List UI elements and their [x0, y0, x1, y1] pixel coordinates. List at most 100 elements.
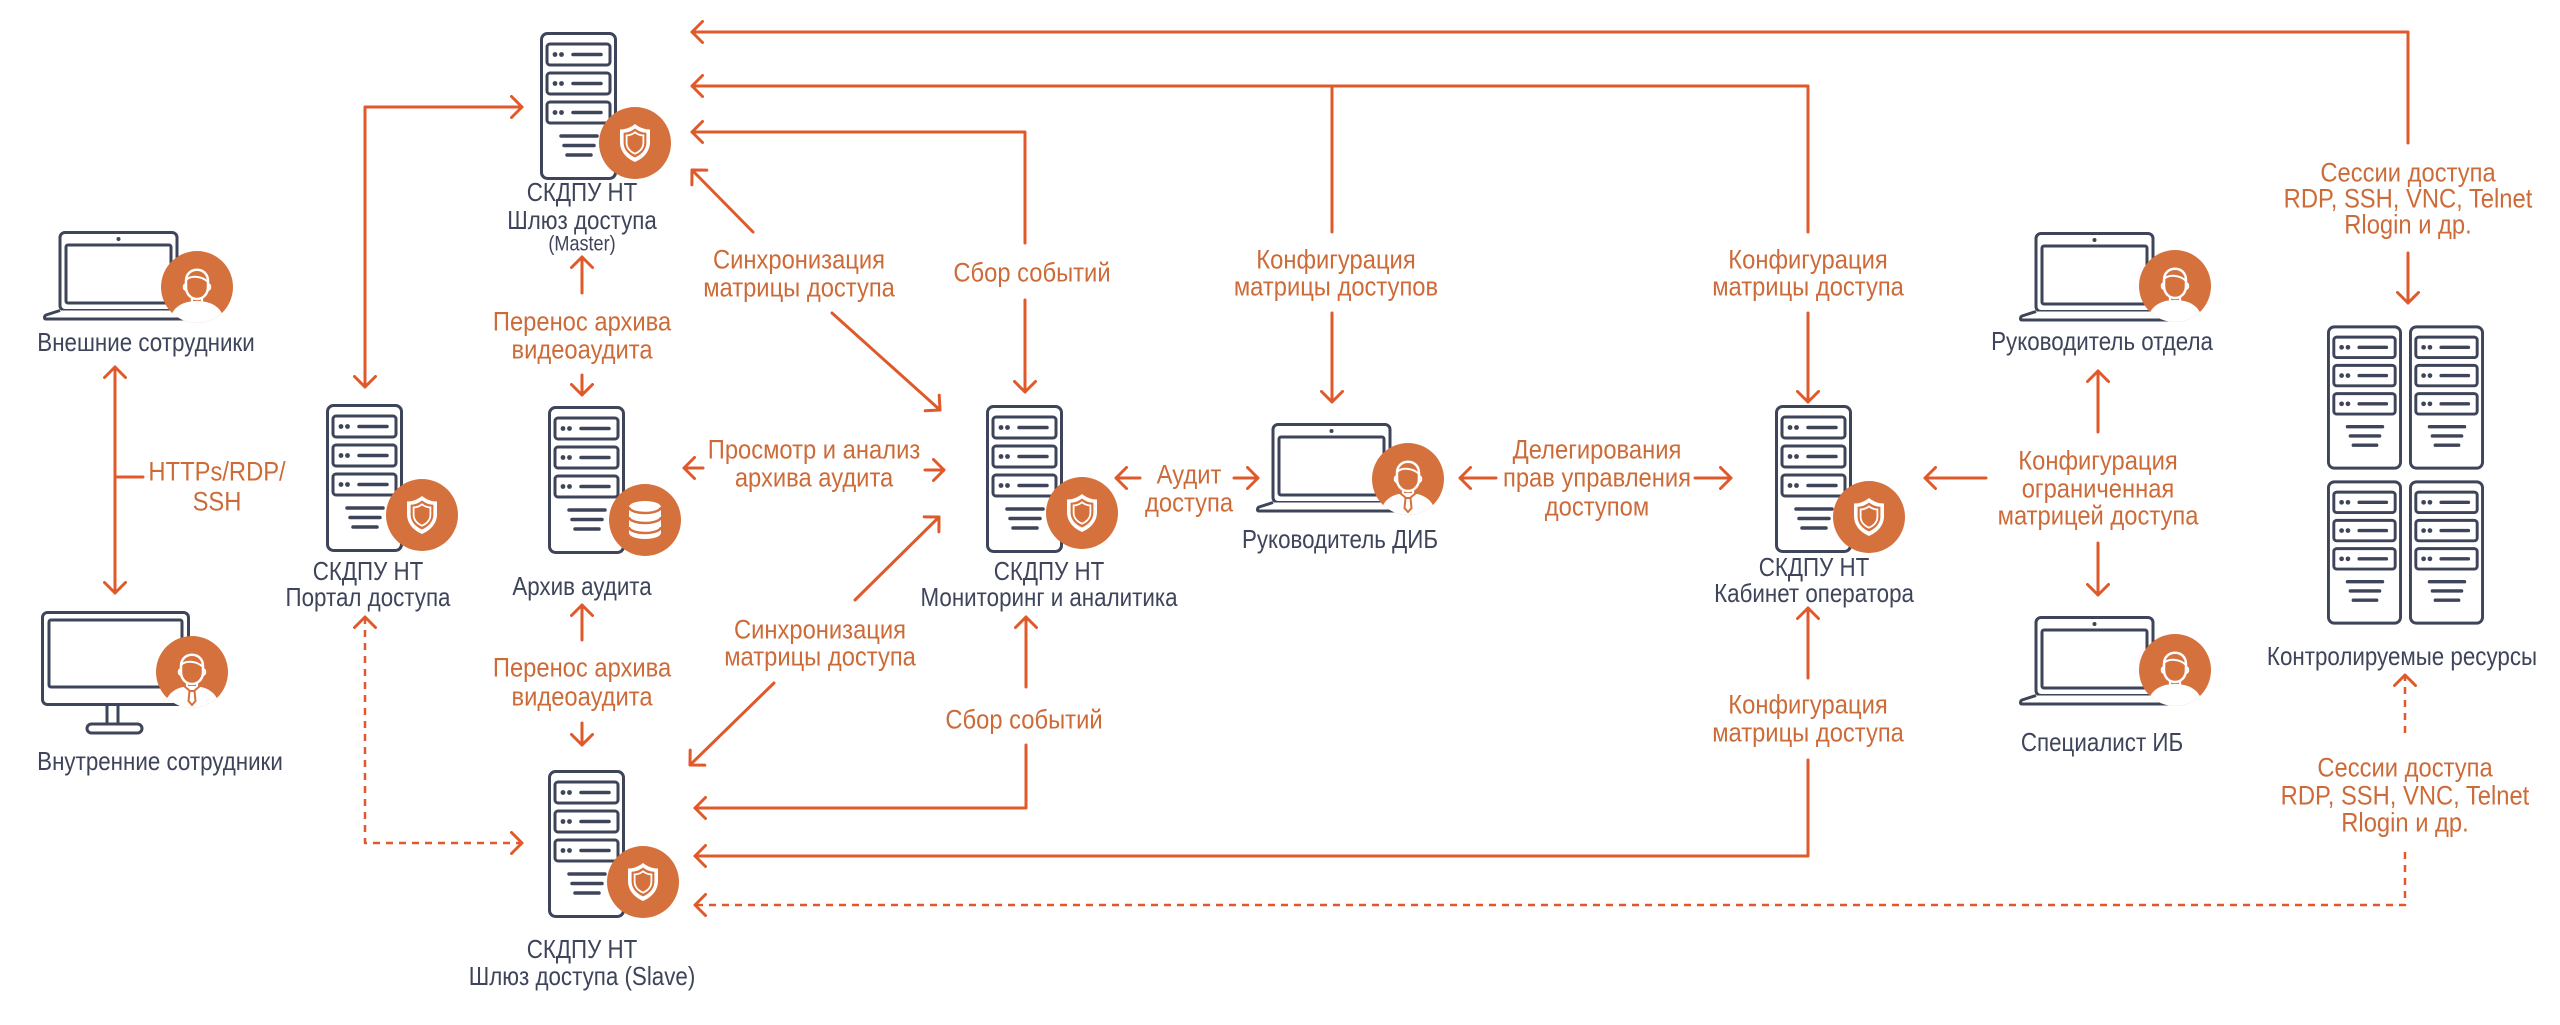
node-cabinet: СКДПУ НТ Кабинет оператора	[1714, 405, 1914, 609]
edge-config-master-line	[690, 74, 1810, 234]
edge-sessions-master-line	[690, 20, 2410, 145]
node-label: Портал доступа	[286, 584, 451, 613]
edge-label: Сессии доступа	[2320, 158, 2496, 188]
node-label: Кабинет оператора	[1714, 580, 1914, 609]
label-config-limited: Конфигурация ограниченная матрицей досту…	[1998, 446, 2200, 531]
server-icon	[2327, 480, 2402, 625]
edge-label: Просмотр и анализ	[708, 435, 920, 465]
edge-label: матрицы доступа	[724, 642, 916, 672]
label-delegation: Делегирования прав управления доступом	[1503, 435, 1691, 522]
label-sync-top: Синхронизация матрицы доступа	[703, 245, 895, 303]
edge-label: Синхронизация	[734, 615, 906, 645]
edge-label: Сбор событий	[953, 258, 1110, 288]
edge-sessions-slave-dashed	[693, 852, 2407, 917]
node-specialist: Специалист ИБ	[2019, 616, 2212, 758]
node-label: СКДПУ НТ	[527, 179, 638, 208]
edge-events-slave-line	[693, 743, 1028, 820]
node-label: Внешние сотрудники	[37, 329, 254, 358]
edge-label: Rlogin и др.	[2344, 210, 2471, 240]
edge-label: RDP, SSH, VNC, Telnet	[2284, 184, 2533, 214]
edge-label: Конфигурация	[1256, 245, 1415, 275]
edge-label: матрицы доступов	[1234, 272, 1438, 302]
node-label: Специалист ИБ	[2021, 729, 2183, 758]
shield-icon	[1832, 480, 1906, 554]
node-master: СКДПУ НТ Шлюз доступа (Master)	[507, 32, 672, 256]
edge-label: SSH	[193, 487, 242, 517]
server-icon	[2327, 325, 2402, 470]
node-label: Контролируемые ресурсы	[2267, 643, 2537, 672]
shield-icon	[606, 845, 680, 919]
edge-label: Rlogin и др.	[2341, 808, 2468, 838]
edge-label: Перенос архива	[493, 653, 672, 683]
edge-label: архива аудита	[735, 463, 894, 493]
node-resources: Контролируемые ресурсы	[2267, 325, 2537, 672]
database-icon	[608, 483, 682, 557]
node-external-staff: Внешние сотрудники	[37, 231, 255, 358]
edge-label: Сбор событий	[945, 705, 1102, 735]
edge-sync-monitoring-arrow-bottom	[853, 515, 941, 602]
node-portal: СКДПУ НТ Портал доступа	[286, 404, 459, 613]
label-archive-transfer-top: Перенос архива видеоаудита	[493, 307, 672, 365]
node-head-dept: Руководитель отдела	[1991, 232, 2213, 357]
label-config-dib: Конфигурация матрицы доступов	[1234, 245, 1438, 302]
node-label: (Master)	[548, 232, 615, 256]
node-label: Руководитель отдела	[1991, 328, 2213, 357]
edge-label: Синхронизация	[713, 245, 885, 275]
edge-portal-master	[353, 95, 524, 389]
label-review: Просмотр и анализ архива аудита	[708, 435, 920, 493]
edge-label: Конфигурация	[1728, 245, 1887, 275]
edge-label: видеоаудита	[511, 335, 653, 365]
edge-label: Аудит	[1157, 460, 1222, 490]
edge-label: Конфигурация	[1728, 690, 1887, 720]
node-label: Мониторинг и аналитика	[921, 584, 1178, 613]
edge-labels: HTTPs/RDP/ SSH Синхронизация матрицы дос…	[148, 158, 2532, 838]
edge-sync-master-arrow	[690, 168, 755, 234]
shield-icon	[598, 106, 672, 180]
edge-label: RDP, SSH, VNC, Telnet	[2281, 781, 2530, 811]
edge-label: HTTPs/RDP/	[148, 457, 286, 487]
shield-icon	[385, 478, 459, 552]
node-head-dib: Руководитель ДИБ	[1242, 423, 1444, 555]
node-label: Шлюз доступа	[507, 207, 657, 236]
server-icon	[2409, 325, 2484, 470]
label-archive-transfer-bottom: Перенос архива видеоаудита	[493, 653, 672, 712]
label-events-top: Сбор событий	[953, 258, 1110, 288]
node-label: Архив аудита	[512, 573, 652, 602]
edge-label: доступом	[1545, 492, 1649, 522]
node-label: СКДПУ НТ	[994, 558, 1105, 587]
node-monitoring: СКДПУ НТ Мониторинг и аналитика	[921, 405, 1178, 613]
edge-sync-monitoring-arrow-top	[830, 311, 942, 413]
edge-label: прав управления	[1503, 463, 1691, 493]
edge-label: Перенос архива	[493, 307, 672, 337]
edge-sync-slave-arrow	[688, 681, 776, 767]
edge-label: доступа	[1145, 488, 1234, 518]
label-sessions-bottom: Сессии доступа RDP, SSH, VNC, Telnet Rlo…	[2281, 753, 2530, 838]
node-label: Шлюз доступа (Slave)	[469, 963, 696, 992]
label-config-cabinet-bottom: Конфигурация матрицы доступа	[1712, 690, 1904, 748]
node-label: СКДПУ НТ	[1759, 554, 1870, 583]
label-sessions-top: Сессии доступа RDP, SSH, VNC, Telnet Rlo…	[2284, 158, 2533, 240]
edge-label: Делегирования	[1513, 435, 1682, 465]
label-audit: Аудит доступа	[1145, 460, 1234, 518]
label-sync-bottom: Синхронизация матрицы доступа	[724, 615, 916, 672]
edge-label: ограниченная	[2022, 474, 2175, 504]
edge-label: матрицей доступа	[1998, 501, 2200, 531]
edge-label: Конфигурация	[2018, 446, 2177, 476]
edge-label: видеоаудита	[511, 682, 653, 712]
node-label: СКДПУ НТ	[313, 558, 424, 587]
node-slave: СКДПУ НТ Шлюз доступа (Slave)	[469, 770, 696, 992]
label-events-bottom: Сбор событий	[945, 705, 1102, 735]
label-config-cabinet-top: Конфигурация матрицы доступа	[1712, 245, 1904, 302]
edge-label: матрицы доступа	[1712, 272, 1904, 302]
server-icon	[2409, 480, 2484, 625]
edge-config-slave-line	[693, 758, 1810, 868]
label-protocols: HTTPs/RDP/ SSH	[148, 457, 286, 517]
shield-icon	[1045, 476, 1119, 550]
node-label: Внутренние сотрудники	[37, 748, 283, 777]
node-label: Руководитель ДИБ	[1242, 526, 1438, 555]
edge-label: Сессии доступа	[2317, 753, 2493, 783]
edge-events-master-line	[690, 120, 1027, 245]
connectors	[103, 20, 2420, 917]
node-archive: Архив аудита	[512, 406, 682, 602]
edge-label: матрицы доступа	[1712, 718, 1904, 748]
